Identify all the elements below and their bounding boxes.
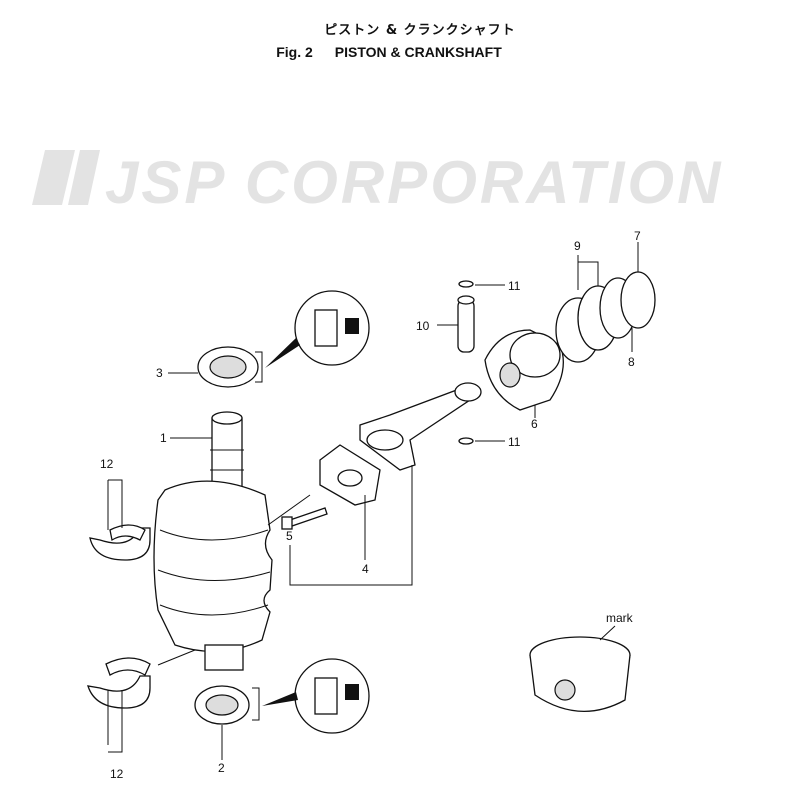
title-japanese: ピストン & クランクシャフト — [324, 23, 516, 38]
piston-mark-view — [529, 625, 631, 713]
callout-1: 1 — [160, 431, 167, 445]
piston-part-6 — [484, 329, 564, 411]
callout-7: 7 — [634, 229, 641, 243]
mark-label: mark — [606, 611, 634, 625]
connecting-rod-part — [359, 382, 482, 471]
detail-view-top — [265, 290, 370, 368]
callout-12-bottom: 12 — [110, 767, 124, 781]
figure-title: Fig. 2 PISTON & CRANKSHAFT — [0, 44, 800, 60]
oil-seal-part-3 — [197, 346, 263, 388]
callout-3: 3 — [156, 366, 163, 380]
piston-rings-part-7-8-9 — [555, 271, 656, 363]
callout-11-bottom: 11 — [508, 435, 521, 449]
callout-10: 10 — [416, 319, 430, 333]
bolt-part-5 — [281, 507, 328, 530]
callout-5: 5 — [286, 529, 293, 543]
callout-12-top: 12 — [100, 457, 114, 471]
callout-8: 8 — [628, 355, 635, 369]
watermark-logo-icon — [32, 150, 100, 205]
figure-number: Fig. 2 — [276, 44, 313, 60]
crankshaft-part — [153, 411, 273, 671]
callout-6: 6 — [531, 417, 538, 431]
bearing-part-12 — [87, 524, 151, 709]
circlip-part-11 — [458, 280, 474, 445]
callout-2: 2 — [218, 761, 225, 775]
rod-cap-part-4 — [319, 444, 381, 506]
detail-view-bottom — [262, 658, 370, 734]
watermark: JSP CORPORATION — [32, 149, 723, 216]
watermark-text: JSP CORPORATION — [105, 149, 723, 216]
callout-11-top: 11 — [508, 279, 521, 293]
piston-pin-part-10 — [457, 295, 475, 353]
figure-title-text: PISTON & CRANKSHAFT — [334, 44, 502, 60]
leader-lines — [107, 242, 639, 760]
callout-4: 4 — [362, 562, 369, 576]
callout-9: 9 — [574, 239, 581, 253]
oil-seal-part-2 — [194, 685, 260, 725]
